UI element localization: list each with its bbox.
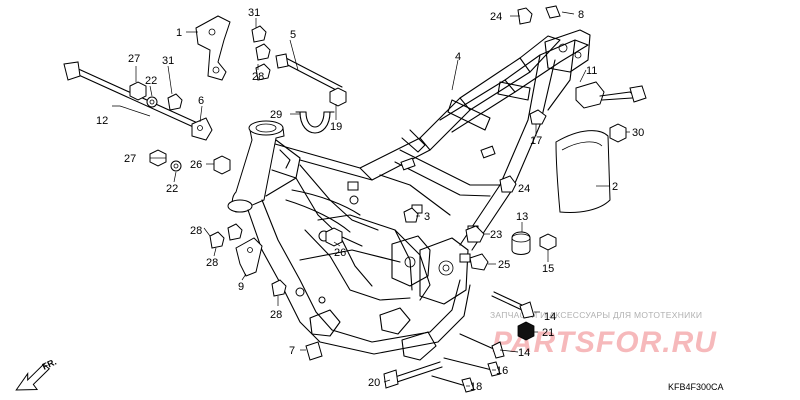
part-13-rubber xyxy=(511,231,557,255)
callout-1: 1 xyxy=(176,27,182,39)
callout-23: 23 xyxy=(490,229,502,241)
callout-28b: 28 xyxy=(190,225,202,237)
front-direction-label: FR. xyxy=(41,357,58,372)
callout-14a: 14 xyxy=(544,311,556,323)
part-23-25-grommets xyxy=(465,225,489,271)
callout-12: 12 xyxy=(96,115,108,127)
part-11-connector xyxy=(575,81,647,109)
callout-27a: 27 xyxy=(128,53,140,65)
callout-7: 7 xyxy=(289,345,295,357)
diagram-code: KFB4F300CA xyxy=(668,382,724,392)
callout-26a: 26 xyxy=(190,159,202,171)
small-fasteners xyxy=(129,25,271,172)
part-18-16-bolts xyxy=(431,357,501,393)
part-3-nut xyxy=(403,207,419,223)
part-8-collar xyxy=(545,5,561,19)
callout-28d: 28 xyxy=(270,309,282,321)
part-17-bolt xyxy=(529,109,547,125)
watermark-tagline: ЗАПЧАСТИ И АКСЕССУАРЫ ДЛЯ МОТОТЕХНИКИ xyxy=(490,310,702,320)
callout-25: 25 xyxy=(498,259,510,271)
callout-17: 17 xyxy=(530,135,542,147)
part-26-nut xyxy=(213,155,343,247)
callout-13: 13 xyxy=(516,211,528,223)
callout-4: 4 xyxy=(455,51,461,63)
callout-labels: 1 2 3 4 5 6 7 8 9 11 12 13 14 14 15 16 1… xyxy=(96,7,644,393)
part-7-collar xyxy=(305,341,323,361)
callout-24a: 24 xyxy=(490,11,502,23)
part-28-nuts xyxy=(209,63,287,297)
callout-11: 11 xyxy=(586,65,597,77)
callout-31a: 31 xyxy=(162,55,174,67)
callout-30: 30 xyxy=(632,127,644,139)
part-21-nut xyxy=(517,321,535,341)
callout-28a: 28 xyxy=(252,71,264,83)
callout-2: 2 xyxy=(612,181,618,193)
part-5-bolt xyxy=(275,53,347,107)
callout-28c: 28 xyxy=(206,257,218,269)
part-6-bracket xyxy=(191,117,213,141)
part-1-bracket xyxy=(195,15,231,81)
callout-27b: 27 xyxy=(124,153,136,165)
callout-14b: 14 xyxy=(518,347,530,359)
front-direction-arrow: FR. xyxy=(15,357,58,391)
callout-8: 8 xyxy=(578,9,584,21)
callout-21: 21 xyxy=(542,327,554,339)
part-20-bolt xyxy=(383,361,443,389)
callout-18: 18 xyxy=(470,381,482,393)
callout-24b: 24 xyxy=(518,183,530,195)
callout-5: 5 xyxy=(290,29,296,41)
callout-20: 20 xyxy=(368,377,380,389)
part-30-bolt xyxy=(609,123,627,143)
callout-29: 29 xyxy=(270,109,282,121)
callout-26b: 26 xyxy=(334,247,346,259)
part-29-clamp xyxy=(295,111,335,134)
part-24-nuts xyxy=(499,7,533,193)
callout-22a: 22 xyxy=(145,75,157,87)
leader-lines xyxy=(112,11,630,387)
callout-9: 9 xyxy=(238,281,244,293)
part-9-bracket xyxy=(235,237,263,277)
callout-16: 16 xyxy=(496,365,508,377)
part-14-bolts xyxy=(459,291,535,359)
callout-19: 19 xyxy=(330,121,342,133)
callout-6: 6 xyxy=(198,95,204,107)
callout-3: 3 xyxy=(424,211,430,223)
callout-15: 15 xyxy=(542,263,554,275)
part-2-mudguard xyxy=(555,130,611,213)
callout-22b: 22 xyxy=(166,183,178,195)
callout-31b: 31 xyxy=(248,7,260,19)
